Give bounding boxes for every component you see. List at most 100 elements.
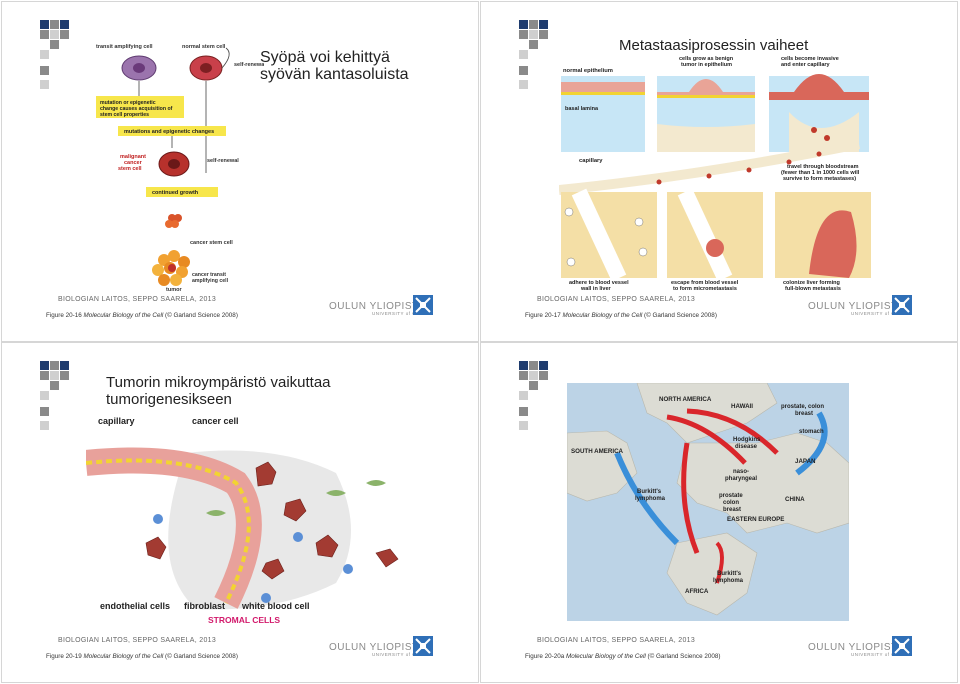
svg-text:basal lamina: basal lamina bbox=[565, 106, 599, 112]
title-line-1: Syöpä voi kehittyä bbox=[260, 49, 390, 66]
slide-stem-cells: Syöpä voi kehittyä syövän kantasoluista … bbox=[1, 1, 479, 342]
slide-microenvironment: Tumorin mikroympäristö vaikuttaa tumorig… bbox=[1, 342, 479, 683]
label-endothelial: endothelial cells bbox=[100, 601, 170, 611]
tumor-cluster bbox=[152, 250, 190, 286]
label-stomach: stomach bbox=[799, 429, 824, 435]
label-eastern-europe: EASTERN EUROPE bbox=[727, 516, 784, 523]
label-wbc: white blood cell bbox=[241, 601, 310, 611]
label-self-renewal: self-renewal bbox=[234, 62, 264, 68]
white-blood-cells bbox=[153, 514, 353, 603]
mutations-box bbox=[118, 126, 226, 136]
migration-arrow-red-1 bbox=[666, 414, 747, 465]
figure-caption: Figure 20-20a Molecular Biology of the C… bbox=[525, 653, 721, 660]
label-nasopharyngeal: naso-pharyngeal bbox=[725, 469, 757, 482]
migration-arrow-blue-2 bbox=[614, 451, 680, 546]
label-stromal: STROMAL CELLS bbox=[208, 615, 280, 625]
small-tumor-cluster bbox=[165, 214, 182, 228]
department-logo-squares bbox=[519, 361, 548, 430]
footer-credit: BIOLOGIAN LAITOS, SEPPO SAARELA, 2013 bbox=[58, 637, 217, 644]
university-crest-icon bbox=[892, 636, 912, 656]
panel-escape bbox=[667, 188, 763, 282]
label-japan: JAPAN bbox=[795, 458, 816, 465]
footer-credit: BIOLOGIAN LAITOS, SEPPO SAARELA, 2013 bbox=[537, 637, 696, 644]
university-crest-icon bbox=[413, 295, 433, 315]
label-cancer-cell: cancer cell bbox=[192, 416, 239, 426]
label-africa: AFRICA bbox=[685, 588, 709, 595]
label-south-america: SOUTH AMERICA bbox=[571, 448, 624, 455]
panel-invasive bbox=[769, 74, 869, 152]
slide-title: Metastaasiprosessin vaiheet bbox=[619, 37, 809, 54]
label-capillary: capillary bbox=[579, 158, 603, 164]
migration-arrow-red-4 bbox=[715, 541, 724, 584]
label-hawaii: HAWAII bbox=[731, 403, 753, 410]
label-cancer-stem-cell: cancer stem cell bbox=[190, 240, 233, 246]
normal-stem-cell-nucleus bbox=[200, 63, 212, 73]
label-north-america: NORTH AMERICA bbox=[659, 396, 712, 403]
label-normal-stem-cell: normal stem cell bbox=[182, 44, 226, 50]
slide-metastasis: Metastaasiprosessin vaiheet normal epith… bbox=[480, 1, 958, 342]
label-tumor: tumor bbox=[166, 287, 182, 293]
label-self-renewal-2: self-renewal bbox=[207, 158, 239, 164]
figure-caption: Figure 20-17 Molecular Biology of the Ce… bbox=[525, 312, 717, 319]
figure-caption: Figure 20-19 Molecular Biology of the Ce… bbox=[46, 653, 238, 660]
department-logo-squares bbox=[519, 20, 548, 89]
department-logo-squares bbox=[40, 20, 69, 89]
mutation-box bbox=[96, 96, 184, 118]
footer-credit: BIOLOGIAN LAITOS, SEPPO SAARELA, 2013 bbox=[537, 296, 696, 303]
continued-growth-box bbox=[146, 187, 218, 197]
panel-benign bbox=[657, 76, 755, 152]
panel-normal: basal lamina bbox=[561, 76, 645, 152]
university-crest-icon bbox=[892, 295, 912, 315]
title-line-1: Tumorin mikroympäristö vaikuttaa bbox=[106, 374, 331, 391]
footer-credit: BIOLOGIAN LAITOS, SEPPO SAARELA, 2013 bbox=[58, 296, 217, 303]
label-china: CHINA bbox=[785, 496, 805, 503]
fibroblasts bbox=[206, 480, 386, 516]
label-capillary: capillary bbox=[98, 416, 135, 426]
slide-title: Tumorin mikroympäristö vaikuttaa tumorig… bbox=[106, 374, 331, 408]
migration-arrow-blue-1 bbox=[795, 411, 828, 476]
label-fibroblast: fibroblast bbox=[184, 601, 225, 611]
landmasses bbox=[567, 383, 849, 616]
continued-growth-text: continued growth bbox=[152, 190, 199, 196]
panel-colonize bbox=[775, 192, 871, 278]
malignant-cell-nucleus bbox=[168, 159, 180, 169]
panel-adhere bbox=[561, 188, 657, 282]
university-crest-icon bbox=[413, 636, 433, 656]
label-travel: travel through bloodstream(fewer than 1 … bbox=[781, 164, 860, 182]
stem-cell-figure: transit amplifying cell normal stem cell… bbox=[96, 44, 264, 293]
mutations-box-text: mutations and epigenetic changes bbox=[124, 129, 214, 135]
transit-cell-nucleus bbox=[133, 63, 145, 73]
title-line-2: syövän kantasoluista bbox=[260, 66, 409, 83]
microenvironment-figure: capillary cancer cell endothelial cells … bbox=[86, 416, 399, 625]
migration-arrow-red-3 bbox=[681, 442, 700, 554]
label-transit-cell: transit amplifying cell bbox=[96, 44, 153, 50]
cancer-cells bbox=[145, 461, 399, 580]
department-logo-squares bbox=[40, 361, 69, 430]
endothelial-lining bbox=[86, 458, 251, 604]
circulating-cells bbox=[656, 151, 822, 185]
title-line-2: tumorigenesikseen bbox=[106, 391, 232, 408]
slide-title: Syöpä voi kehittyä syövän kantasoluista bbox=[260, 49, 409, 83]
label-normal-epithelium: normal epithelium bbox=[563, 68, 613, 74]
figure-caption: Figure 20-16 Molecular Biology of the Ce… bbox=[46, 312, 238, 319]
